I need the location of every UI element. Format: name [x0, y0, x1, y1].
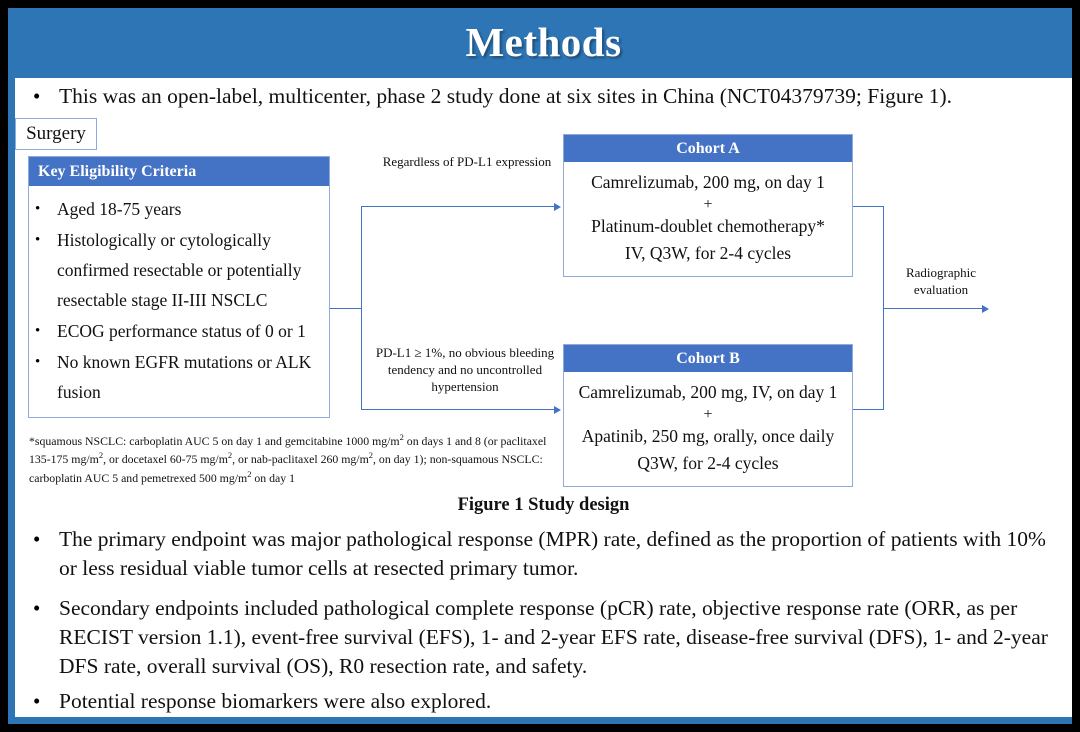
- eligibility-item-text: Aged 18-75 years: [57, 199, 182, 219]
- intro-bullet: • This was an open-label, multicenter, p…: [33, 82, 1053, 111]
- arrowhead-cohort-a-icon: [554, 203, 561, 211]
- eligibility-item: • Histologically or cytologically confir…: [35, 225, 323, 315]
- surgery-box: Surgery: [15, 118, 97, 150]
- bullet-marker: •: [35, 232, 41, 248]
- connector-cohort-a-out: [853, 206, 884, 207]
- eligibility-item: • Aged 18-75 years: [35, 194, 323, 224]
- cohort-a-line: IV, Q3W, for 2-4 cycles: [624, 243, 792, 263]
- title-bar: [15, 8, 1072, 78]
- cohort-a-header: Cohort A: [564, 135, 852, 162]
- cohort-b-panel: Cohort B Camrelizumab, 200 mg, IV, on da…: [563, 344, 853, 487]
- bullet-marker: •: [35, 354, 41, 370]
- cohort-b-line: Q3W, for 2-4 cycles: [637, 453, 779, 473]
- arrowhead-surgery-icon: [982, 305, 989, 313]
- eligibility-panel: Key Eligibility Criteria • Aged 18-75 ye…: [28, 156, 330, 418]
- body-bullet-secondary-endpoints: • Secondary endpoints included pathologi…: [33, 594, 1055, 681]
- study-design-figure: Key Eligibility Criteria • Aged 18-75 ye…: [15, 118, 1072, 518]
- arrow-label-radiographic-evaluation: Radiographic evaluation: [905, 265, 977, 297]
- frame-stripe-bottom: [8, 717, 1072, 724]
- bullet-marker: •: [33, 84, 41, 108]
- frame-stripe-left: [8, 8, 15, 724]
- body-bullet-text: Secondary endpoints included pathologica…: [59, 596, 1048, 678]
- connector-elig-stub: [330, 308, 362, 309]
- slide-canvas: Methods • This was an open-label, multic…: [15, 8, 1072, 717]
- body-bullet-biomarkers: • Potential response biomarkers were als…: [33, 687, 1055, 716]
- eligibility-item: • ECOG performance status of 0 or 1: [35, 316, 323, 346]
- bullet-marker: •: [33, 596, 41, 620]
- arrow-label-cohort-a: Regardless of PD-L1 expression: [382, 154, 552, 169]
- bullet-marker: •: [33, 527, 41, 551]
- page-title: Methods: [465, 19, 622, 65]
- connector-cohort-b-out: [853, 409, 884, 410]
- cohort-a-panel: Cohort A Camrelizumab, 200 mg, on day 1 …: [563, 134, 853, 277]
- body-bullet-text: The primary endpoint was major pathologi…: [59, 527, 1046, 580]
- cohort-b-line: Apatinib, 250 mg, orally, once daily: [581, 426, 835, 446]
- eligibility-body: • Aged 18-75 years • Histologically or c…: [29, 186, 329, 417]
- bullet-marker: •: [35, 201, 41, 217]
- intro-bullet-text: This was an open-label, multicenter, pha…: [59, 84, 953, 108]
- cohort-b-body: Camrelizumab, 200 mg, IV, on day 1 + Apa…: [564, 372, 852, 486]
- bullet-marker: •: [35, 323, 41, 339]
- arrowhead-cohort-b-icon: [554, 406, 561, 414]
- cohort-a-plus: +: [703, 196, 713, 213]
- connector-to-cohort-a: [361, 206, 555, 207]
- eligibility-item-text: ECOG performance status of 0 or 1: [57, 321, 306, 341]
- cohort-b-line: Camrelizumab, 200 mg, IV, on day 1: [578, 382, 838, 402]
- connector-to-cohort-b: [361, 409, 555, 410]
- arrow-label-cohort-b: PD-L1 ≥ 1%, no obvious bleeding tendency…: [375, 345, 555, 394]
- cohort-a-line: Platinum-doublet chemotherapy*: [591, 216, 825, 236]
- figure-caption: Figure 1 Study design: [457, 495, 630, 515]
- cohort-a-line: Camrelizumab, 200 mg, on day 1: [591, 172, 825, 192]
- figure-footnote: *squamous NSCLC: carboplatin AUC 5 on da…: [29, 432, 547, 485]
- connector-to-surgery: [883, 308, 983, 309]
- cohort-b-header: Cohort B: [564, 345, 852, 372]
- bullet-marker: •: [33, 689, 41, 713]
- eligibility-item-text: Histologically or cytologically confirme…: [57, 230, 302, 310]
- connector-left-trunk: [361, 206, 362, 410]
- eligibility-item: • No known EGFR mutations or ALK fusion: [35, 347, 323, 407]
- cohort-a-body: Camrelizumab, 200 mg, on day 1 + Platinu…: [564, 162, 852, 276]
- eligibility-header: Key Eligibility Criteria: [29, 157, 329, 186]
- body-bullet-text: Potential response biomarkers were also …: [59, 689, 492, 713]
- cohort-b-plus: +: [703, 406, 713, 423]
- body-bullet-primary-endpoint: • The primary endpoint was major patholo…: [33, 525, 1055, 583]
- eligibility-item-text: No known EGFR mutations or ALK fusion: [57, 352, 312, 402]
